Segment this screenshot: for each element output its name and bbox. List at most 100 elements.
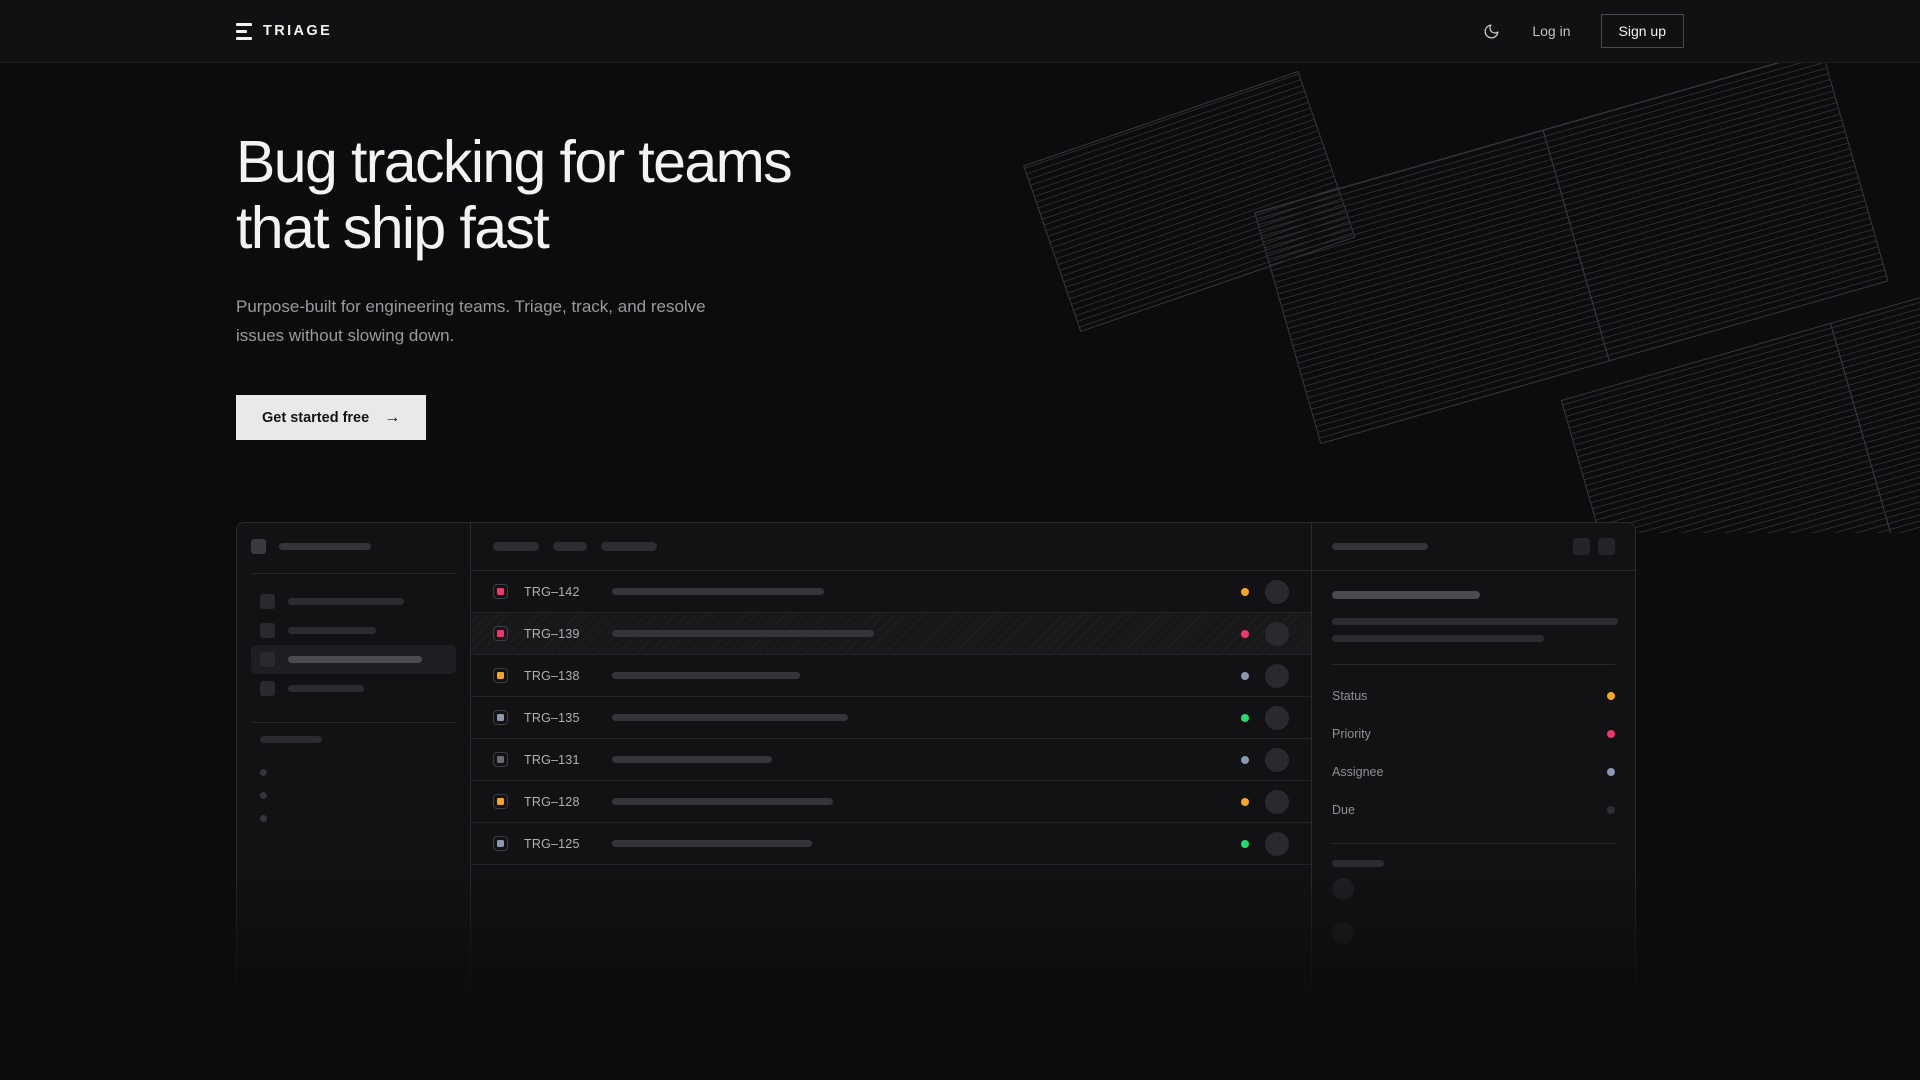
issue-id: TRG–128 <box>524 794 580 809</box>
issue-status-dot-icon <box>1241 671 1249 680</box>
navbar: TRIAGE Log in Sign up <box>0 0 1920 63</box>
sidebar-section-label-placeholder <box>260 736 322 743</box>
issue-row[interactable]: TRG–135 <box>471 697 1311 739</box>
detail-desc-line-1 <box>1332 618 1618 625</box>
issue-row[interactable]: TRG–125 <box>471 823 1311 865</box>
issue-title-placeholder <box>612 840 812 847</box>
issue-row[interactable]: TRG–131 <box>471 739 1311 781</box>
sidebar-sub-item[interactable] <box>251 784 456 807</box>
sidebar-item-label-placeholder <box>288 685 364 692</box>
issue-row[interactable]: TRG–128 <box>471 781 1311 823</box>
toolbar-chip-filter[interactable] <box>493 542 539 551</box>
detail-meta-value-dot-icon <box>1607 768 1615 776</box>
issue-type-badge-icon <box>493 668 508 683</box>
sidebar-nav-item[interactable] <box>251 587 456 616</box>
activity-avatar <box>1332 922 1354 944</box>
detail-action-button-1[interactable] <box>1573 538 1590 555</box>
issue-assignee-avatar <box>1265 789 1289 814</box>
hero-title-line-1: Bug tracking for teams <box>236 129 793 195</box>
sidebar-divider-top <box>251 573 456 574</box>
issue-row-meta <box>1241 789 1289 814</box>
sidebar-nav-item[interactable] <box>251 645 456 674</box>
workspace-name-placeholder <box>279 543 371 550</box>
sidebar-nav-item[interactable] <box>251 616 456 645</box>
sidebar-divider-bottom <box>251 722 456 723</box>
sidebar-item-icon <box>260 681 275 696</box>
activity-item <box>1332 911 1615 955</box>
sidebar-sub-items <box>251 761 456 830</box>
detail-title-placeholder <box>1332 543 1428 550</box>
sidebar-nav-item[interactable] <box>251 674 456 703</box>
triage-bars-logo-icon <box>236 22 252 40</box>
sidebar-sub-item[interactable] <box>251 761 456 784</box>
detail-meta-label: Assignee <box>1332 765 1384 779</box>
issue-title-placeholder <box>612 756 772 763</box>
sidebar-item-icon <box>260 594 275 609</box>
detail-divider-top <box>1332 664 1615 665</box>
detail-meta-row[interactable]: Status <box>1332 677 1615 715</box>
sidebar-item-label-placeholder <box>288 598 404 605</box>
get-started-button[interactable]: Get started free → <box>236 395 427 441</box>
issue-status-dot-icon <box>1241 713 1249 722</box>
issue-title-placeholder <box>612 798 833 805</box>
issue-list-toolbar <box>471 523 1311 571</box>
brand-name: TRIAGE <box>263 23 333 39</box>
issue-title-placeholder <box>612 714 848 721</box>
issue-row-meta <box>1241 831 1289 856</box>
issue-id: TRG–131 <box>524 752 580 767</box>
sidebar-item-icon <box>260 623 275 638</box>
issue-type-badge-icon <box>493 752 508 767</box>
detail-meta-row[interactable]: Assignee <box>1332 753 1615 791</box>
toolbar-chip-sort[interactable] <box>553 542 587 551</box>
issue-row-meta <box>1241 747 1289 772</box>
issue-type-badge-icon <box>493 794 508 809</box>
activity-item <box>1332 867 1615 911</box>
signup-button[interactable]: Sign up <box>1600 14 1684 48</box>
detail-meta-row[interactable]: Due <box>1332 791 1615 829</box>
issue-row[interactable]: TRG–138 <box>471 655 1311 697</box>
activity-avatar <box>1332 878 1354 900</box>
cta-label: Get started free <box>262 409 370 426</box>
detail-meta-label: Status <box>1332 689 1368 703</box>
detail-meta-row[interactable]: Priority <box>1332 715 1615 753</box>
issue-row-meta <box>1241 705 1289 730</box>
detail-meta-value-dot-icon <box>1607 730 1615 738</box>
issue-row-meta <box>1241 663 1289 688</box>
issue-title-placeholder <box>612 588 824 595</box>
activity-list <box>1332 867 1615 955</box>
issue-type-badge-icon <box>493 836 508 851</box>
detail-divider-bottom <box>1332 843 1615 844</box>
sidebar-item-label-placeholder <box>288 627 376 634</box>
arrow-right-icon: → <box>384 408 401 426</box>
hero-title-line-2: that ship fast <box>236 195 550 262</box>
toolbar-chip-group[interactable] <box>601 542 657 551</box>
sidebar-sub-item-dot-icon <box>260 792 267 799</box>
issue-id: TRG–138 <box>524 668 580 683</box>
moon-icon[interactable] <box>1480 20 1502 42</box>
issue-id: TRG–142 <box>524 584 580 599</box>
sidebar-sub-item[interactable] <box>251 807 456 830</box>
issue-status-dot-icon <box>1241 755 1249 764</box>
sidebar-item-icon <box>260 652 275 667</box>
login-link[interactable]: Log in <box>1532 23 1571 39</box>
brand[interactable]: TRIAGE <box>236 22 333 40</box>
sidebar-sub-item-dot-icon <box>260 769 267 776</box>
detail-desc-line-2 <box>1332 635 1544 642</box>
detail-meta-label: Priority <box>1332 727 1371 741</box>
detail-panel-header <box>1312 523 1635 571</box>
detail-header-buttons <box>1573 538 1615 555</box>
workspace-switcher[interactable] <box>251 539 456 554</box>
issue-title-placeholder <box>612 630 874 637</box>
navbar-actions: Log in Sign up <box>1480 14 1684 48</box>
issue-status-dot-icon <box>1241 797 1249 806</box>
issue-id: TRG–125 <box>524 836 580 851</box>
detail-action-button-2[interactable] <box>1598 538 1615 555</box>
issue-assignee-avatar <box>1265 663 1289 688</box>
issue-row[interactable]: TRG–139 <box>471 613 1311 655</box>
issue-row[interactable]: TRG–142 <box>471 571 1311 613</box>
